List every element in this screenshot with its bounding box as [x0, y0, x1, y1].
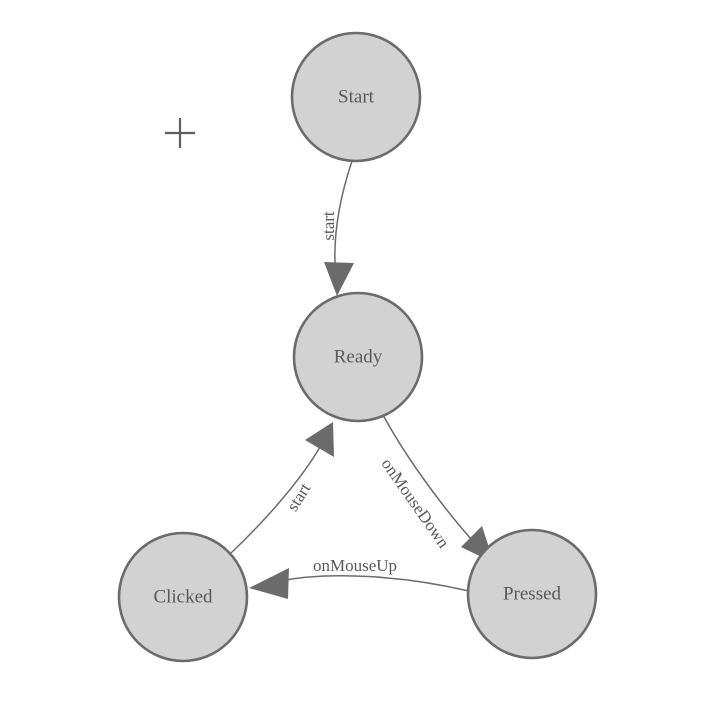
- edge-path-ready-to-pressed[interactable]: [382, 414, 483, 552]
- arrowhead-start-to-ready: [324, 262, 354, 296]
- edge-label-clicked-to-ready: start: [283, 479, 315, 514]
- node-pressed[interactable]: Pressed: [466, 528, 598, 660]
- edge-ready-to-pressed[interactable]: onMouseDown: [377, 414, 494, 563]
- crosshair-icon: [165, 118, 195, 148]
- arrowhead-clicked-to-ready: [305, 422, 334, 457]
- edge-label-start-to-ready: start: [319, 211, 338, 241]
- edge-label-pressed-to-clicked: onMouseUp: [313, 556, 397, 575]
- node-ready-label: Ready: [334, 346, 383, 367]
- arrowhead-pressed-to-clicked: [249, 568, 289, 599]
- edge-pressed-to-clicked[interactable]: onMouseUp: [249, 556, 470, 599]
- edge-path-pressed-to-clicked[interactable]: [285, 574, 470, 592]
- edge-start-to-ready[interactable]: start: [319, 160, 354, 296]
- node-clicked-circle[interactable]: [117, 531, 249, 663]
- node-start[interactable]: Start: [290, 31, 422, 163]
- node-ready[interactable]: Ready: [292, 291, 424, 423]
- edge-path-clicked-to-ready[interactable]: [230, 446, 321, 554]
- node-clicked[interactable]: Clicked: [117, 531, 249, 663]
- node-pressed-label: Pressed: [503, 583, 562, 604]
- node-clicked-label: Clicked: [153, 586, 213, 607]
- node-start-label: Start: [338, 86, 375, 107]
- node-start-circle[interactable]: [290, 31, 422, 163]
- node-ready-circle[interactable]: [292, 291, 424, 423]
- edge-clicked-to-ready[interactable]: start: [230, 422, 334, 554]
- node-pressed-circle[interactable]: [466, 528, 598, 660]
